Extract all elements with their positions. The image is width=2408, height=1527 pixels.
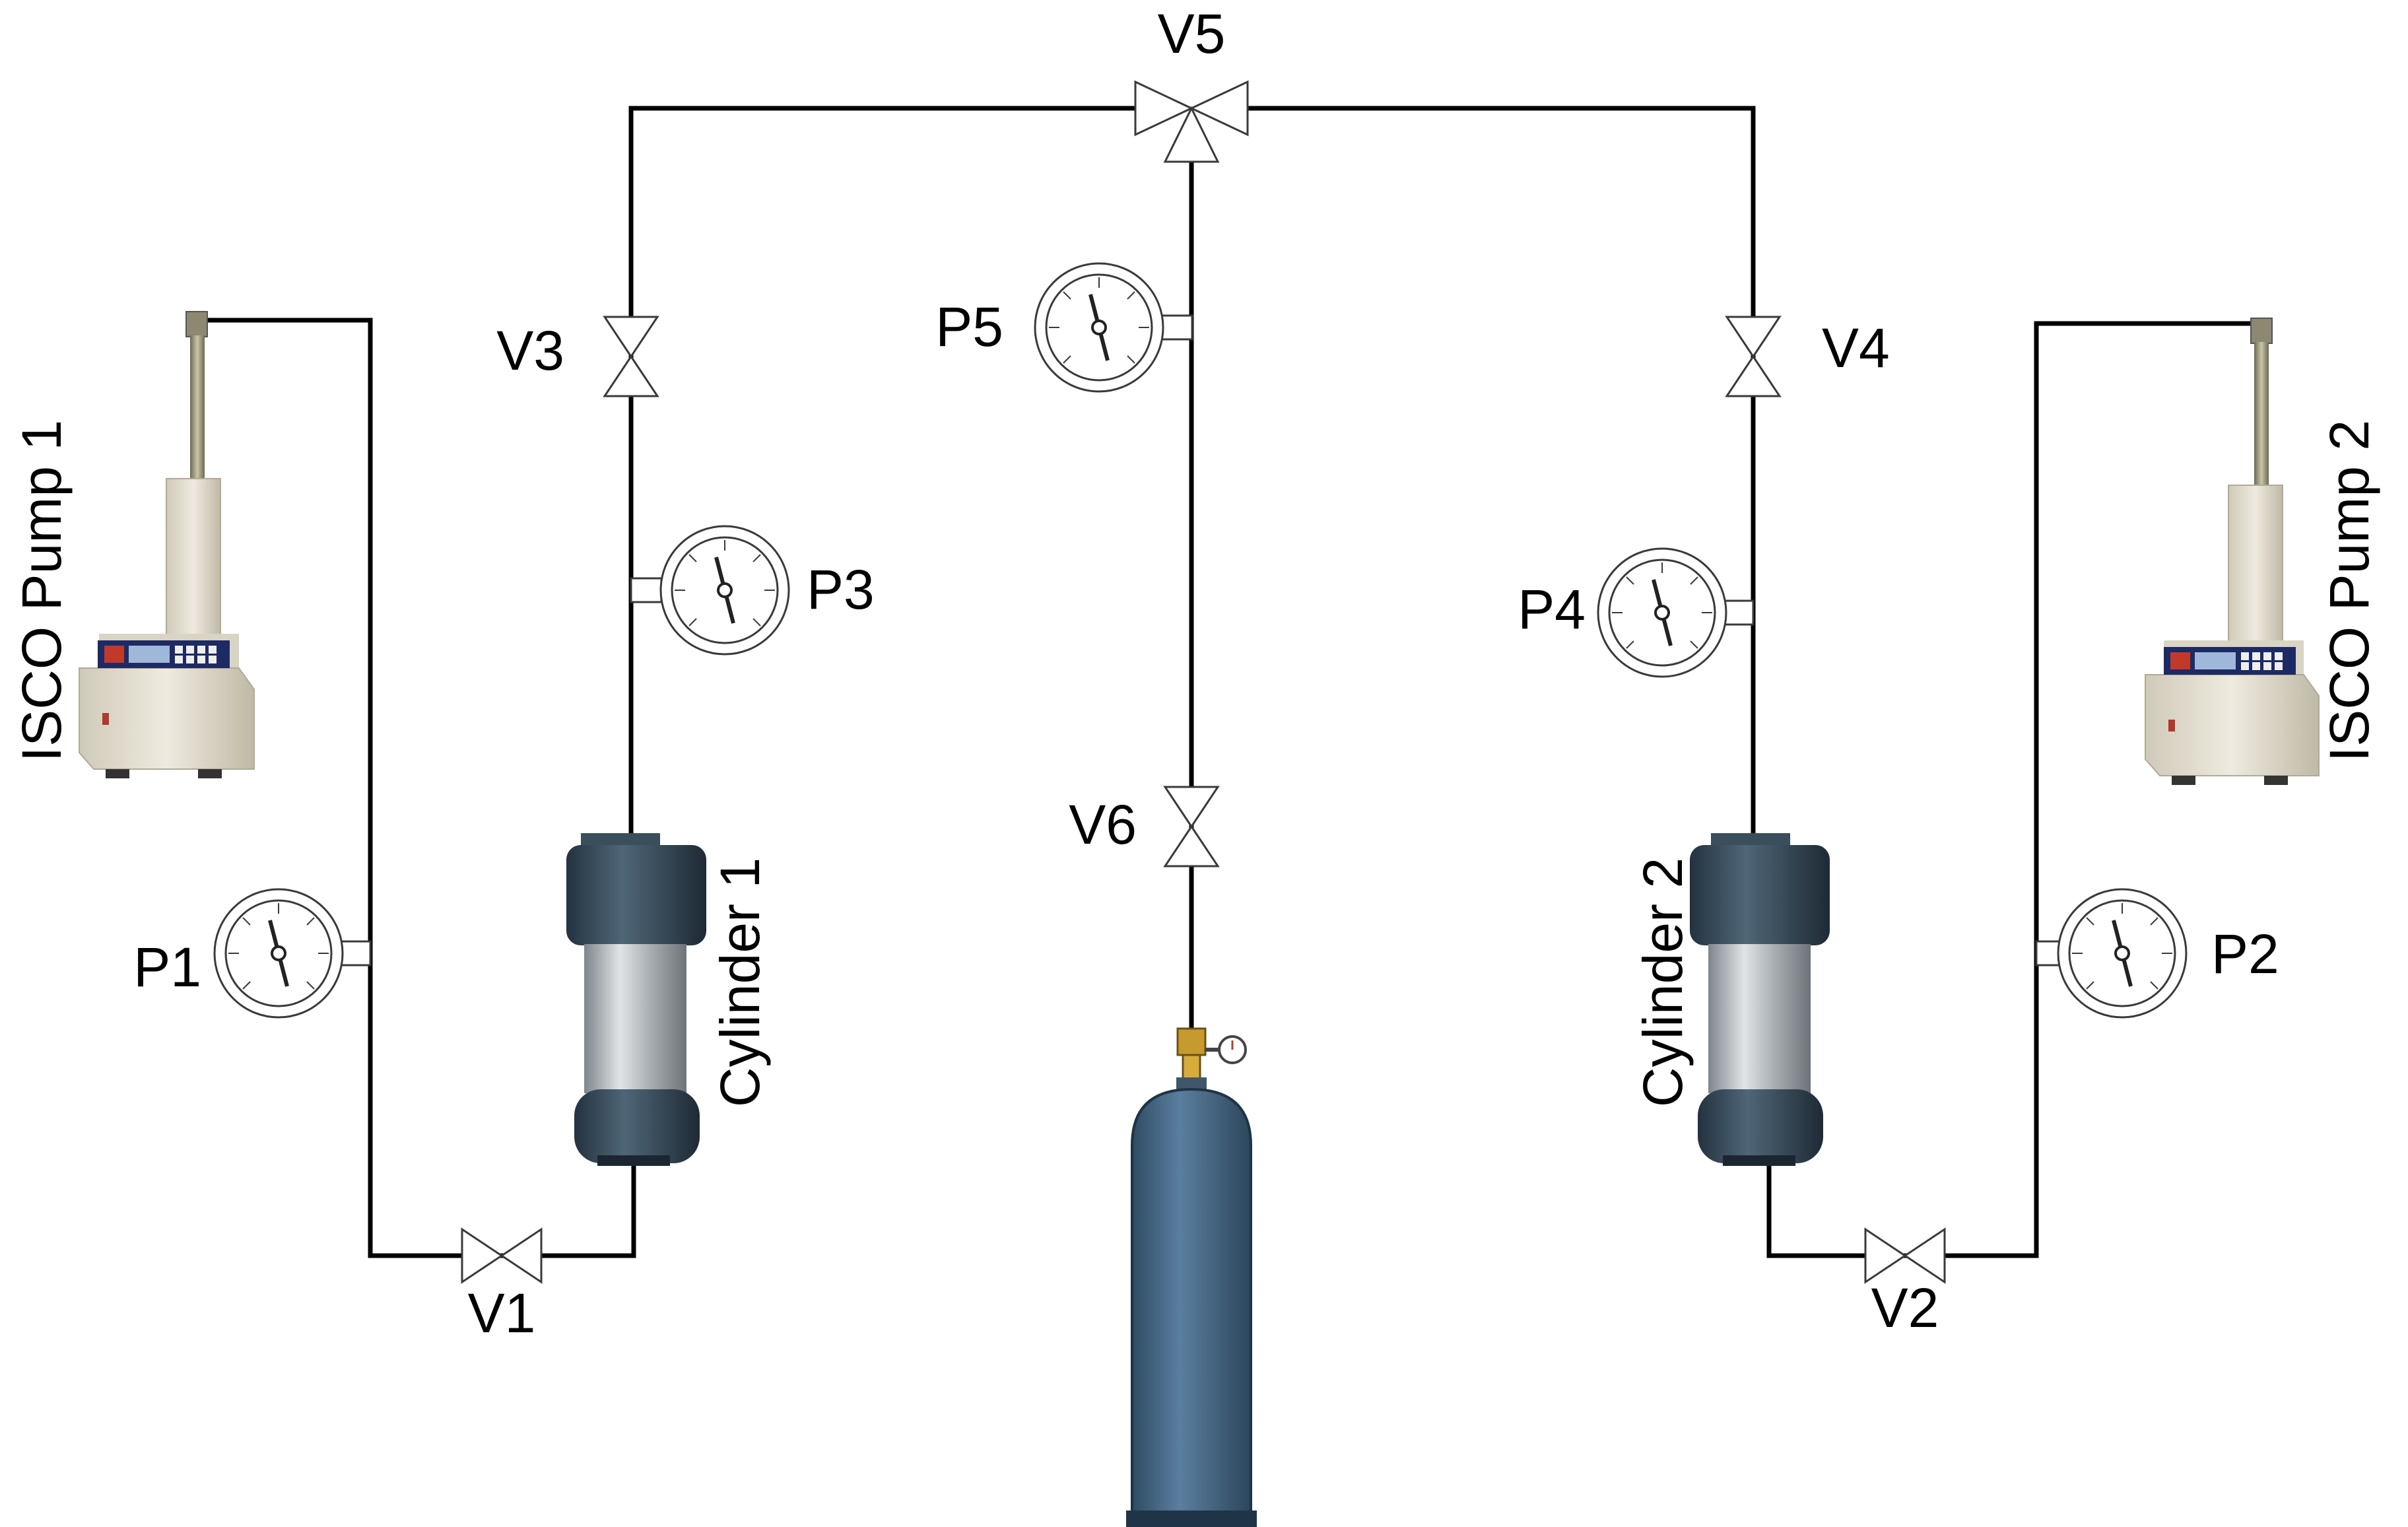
label-cylinder-1: Cylinder 1 bbox=[709, 858, 771, 1107]
cylinder-2 bbox=[1690, 833, 1830, 1166]
label-v6: V6 bbox=[1069, 794, 1137, 856]
isco-pump-2 bbox=[2145, 318, 2320, 785]
label-cylinder-2: Cylinder 2 bbox=[1632, 858, 1694, 1107]
pressure-gauge-p5 bbox=[1034, 262, 1193, 393]
pressure-gauge-p3 bbox=[630, 525, 790, 656]
label-p5: P5 bbox=[935, 296, 1003, 358]
label-v2: V2 bbox=[1871, 1277, 1939, 1339]
pressure-gauge-p4 bbox=[1597, 547, 1755, 678]
label-p2: P2 bbox=[2211, 923, 2279, 985]
pressure-gauge-p1 bbox=[213, 888, 372, 1019]
label-v5: V5 bbox=[1158, 3, 1226, 65]
label-isco-pump-2: ISCO Pump 2 bbox=[2318, 420, 2380, 762]
valve-v2[interactable] bbox=[1864, 1227, 1946, 1284]
gas-cylinder bbox=[1126, 1027, 1257, 1527]
label-v4: V4 bbox=[1822, 317, 1890, 379]
valve-v4[interactable] bbox=[1725, 316, 1782, 397]
label-v1: V1 bbox=[468, 1282, 536, 1344]
piping bbox=[202, 106, 2263, 1258]
valve-v1[interactable] bbox=[461, 1227, 543, 1284]
label-v3: V3 bbox=[496, 320, 564, 382]
valve-v3[interactable] bbox=[603, 316, 659, 397]
valve-v6[interactable] bbox=[1163, 786, 1220, 867]
isco-pump-1 bbox=[79, 311, 255, 778]
label-p4: P4 bbox=[1518, 578, 1586, 640]
label-p1: P1 bbox=[133, 936, 201, 998]
valve-v5[interactable] bbox=[1134, 80, 1249, 163]
label-isco-pump-1: ISCO Pump 1 bbox=[11, 420, 73, 762]
label-p3: P3 bbox=[807, 559, 875, 621]
pressure-gauge-p2 bbox=[2035, 888, 2188, 1019]
cylinder-1 bbox=[566, 833, 706, 1166]
